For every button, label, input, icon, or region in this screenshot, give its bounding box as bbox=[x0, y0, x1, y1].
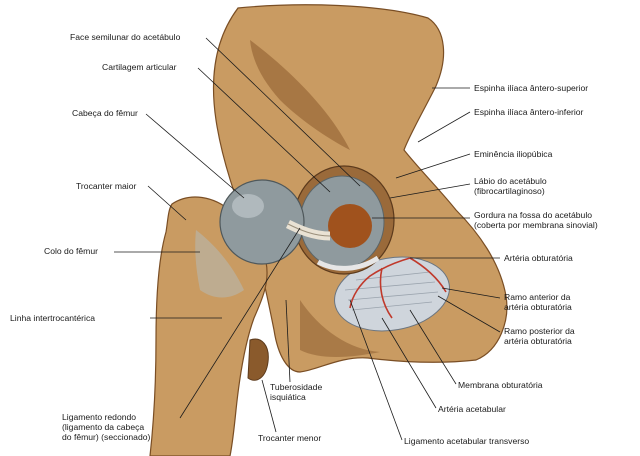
label-membrana-obturatoria: Membrana obturatória bbox=[458, 380, 543, 390]
leader-lines bbox=[114, 37, 501, 441]
label-tuberosidade-isquiatica: Tuberosidade isquiática bbox=[270, 382, 323, 402]
label-espinha-superior: Espinha ilíaca ântero-superior bbox=[474, 83, 589, 93]
label-ramo-anterior: Ramo anterior da artéria obturatória bbox=[504, 292, 572, 312]
femoral-head-highlight bbox=[232, 194, 264, 218]
label-cabeca-femur: Cabeça do fêmur bbox=[72, 108, 138, 118]
label-labio-acetabulo: Lábio do acetábulo (fibrocartilaginoso) bbox=[474, 176, 547, 196]
lesser-trochanter bbox=[247, 338, 269, 381]
label-gordura-fossa: Gordura na fossa do acetábulo (coberta p… bbox=[474, 210, 598, 230]
label-espinha-inferior: Espinha ilíaca ântero-inferior bbox=[474, 107, 584, 117]
label-ligamento-redondo: Ligamento redondo (ligamento da cabeça d… bbox=[62, 412, 151, 442]
label-trocanter-maior: Trocanter maior bbox=[76, 181, 137, 191]
ilium-shadow bbox=[250, 40, 350, 150]
membrane-fibers bbox=[344, 271, 439, 311]
femur-neck-shade bbox=[195, 230, 244, 298]
label-arteria-obturatoria: Artéria obturatória bbox=[504, 253, 573, 263]
acetabular-fossa-fat bbox=[328, 204, 372, 248]
label-ramo-posterior: Ramo posterior da artéria obturatória bbox=[504, 326, 575, 346]
label-arteria-acetabular: Artéria acetabular bbox=[438, 404, 506, 414]
obturator-membrane bbox=[334, 256, 450, 332]
label-eminencia-iliopubica: Eminência iliopúbica bbox=[474, 149, 553, 159]
label-linha-intertrocanterica: Linha intertrocantérica bbox=[10, 313, 96, 323]
label-cartilagem-articular: Cartilagem articular bbox=[102, 62, 177, 72]
label-ligamento-transverso: Ligamento acetabular transverso bbox=[404, 436, 530, 446]
label-trocanter-menor: Trocanter menor bbox=[258, 433, 322, 443]
ischium-shadow bbox=[300, 300, 380, 357]
ligamentum-teres-outline bbox=[287, 223, 331, 237]
label-face-semilunar: Face semilunar do acetábulo bbox=[70, 32, 181, 42]
transverse-ligament bbox=[316, 255, 380, 271]
label-colo-femur: Colo do fêmur bbox=[44, 246, 98, 256]
